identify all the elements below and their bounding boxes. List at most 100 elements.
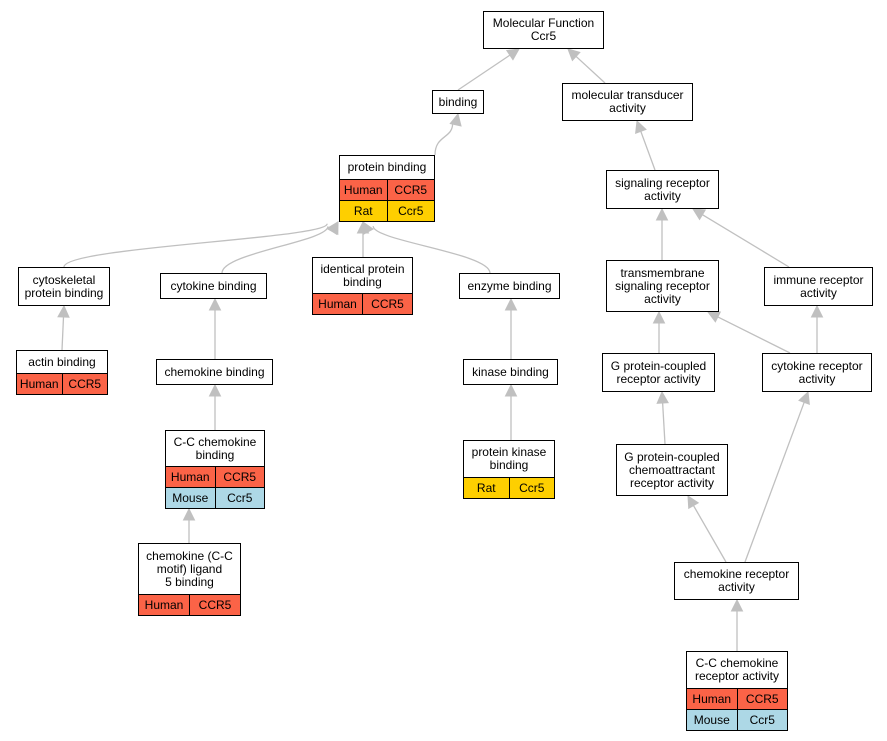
- edge-pkinase-to-kinase: [504, 383, 518, 440]
- gene-cell: CCR5: [362, 294, 412, 314]
- arrowhead: [504, 297, 518, 311]
- node-label: G protein-coupled chemoattractant recept…: [624, 449, 720, 490]
- edge-pbind-to-binding: [434, 112, 462, 156]
- arrowhead: [798, 390, 810, 405]
- edge-ccchem-to-chemokine: [208, 383, 222, 430]
- node-label: G protein-coupled receptor activity: [610, 358, 707, 386]
- edge-cytorec-to-tmsig: [706, 311, 791, 354]
- arrowhead: [687, 495, 700, 510]
- species-cell: Mouse: [172, 491, 209, 505]
- node-mtrans[interactable]: molecular transducer activity: [562, 83, 693, 121]
- edge-kinase-to-enzyme: [504, 297, 518, 359]
- node-label: cytokine binding: [170, 278, 257, 293]
- node-enzyme[interactable]: enzyme binding: [459, 273, 560, 299]
- arrowhead: [182, 507, 196, 521]
- species-cell: Human: [343, 183, 383, 197]
- arrowhead: [449, 112, 462, 127]
- edge-chemokine-to-cytokine: [208, 297, 222, 359]
- node-label: kinase binding: [472, 364, 549, 379]
- node-label: actin binding: [28, 354, 96, 369]
- node-cyto[interactable]: cytoskeletal protein binding: [18, 267, 110, 306]
- node-mf[interactable]: Molecular Function Ccr5: [483, 11, 604, 49]
- node-label: chemokine binding: [164, 364, 265, 379]
- node-gpcr[interactable]: G protein-coupled receptor activity: [602, 353, 715, 392]
- annotation-row: Rat Ccr5: [464, 477, 554, 498]
- species-cell: Human: [692, 692, 732, 706]
- node-label: Molecular Function Ccr5: [492, 16, 595, 43]
- node-immune[interactable]: immune receptor activity: [764, 267, 873, 306]
- node-sigrec[interactable]: signaling receptor activity: [606, 170, 719, 209]
- edge-cytokine-to-pbind: [221, 221, 339, 274]
- node-label: C-C chemokine binding: [173, 434, 257, 462]
- arrowhead: [327, 221, 339, 236]
- edge-enzyme-to-pbind: [362, 221, 491, 274]
- species-cell: Human: [318, 297, 357, 311]
- node-label: identical protein binding: [320, 261, 405, 289]
- edge-immune-to-sigrec: [692, 208, 790, 268]
- node-tmsig[interactable]: transmembrane signaling receptor activit…: [606, 260, 719, 312]
- node-label: enzyme binding: [467, 278, 552, 293]
- gene-cell: Ccr5: [508, 478, 555, 498]
- species-cell: Rat: [353, 204, 373, 218]
- arrowhead: [810, 304, 824, 318]
- node-label: binding: [438, 94, 478, 109]
- node-cytokine[interactable]: cytokine binding: [160, 273, 267, 299]
- node-label: transmembrane signaling receptor activit…: [615, 265, 710, 306]
- node-label: C-C chemokine receptor activity: [694, 656, 780, 683]
- gene-cell: Ccr5: [214, 488, 265, 508]
- edge-cyto-to-pbind: [63, 221, 339, 268]
- edge-chemrec-to-cytorec: [744, 390, 810, 563]
- edge-cytorec-to-immune: [810, 304, 824, 353]
- node-label: cytoskeletal protein binding: [24, 272, 104, 300]
- arrowhead: [652, 310, 666, 324]
- arrowhead: [635, 119, 647, 134]
- species-cell: Mouse: [693, 713, 730, 727]
- species-cell: Rat: [476, 481, 496, 495]
- node-label: chemokine receptor activity: [683, 567, 790, 594]
- gene-cell: CCR5: [189, 595, 240, 615]
- gene-cell: Ccr5: [736, 710, 788, 730]
- node-label: chemokine (C-C motif) ligand 5 binding: [146, 548, 233, 589]
- edge-tmsig-to-sigrec: [655, 207, 669, 260]
- arrowhead: [730, 598, 744, 612]
- node-label: immune receptor activity: [773, 272, 864, 300]
- arrowhead: [655, 207, 669, 221]
- arrowhead: [57, 304, 70, 318]
- arrowhead: [504, 383, 518, 397]
- annotation-row: Human CCR5: [313, 293, 412, 314]
- edge-binding-to-mf: [457, 48, 520, 91]
- node-label: protein kinase binding: [471, 445, 547, 472]
- edge-sigrec-to-mtrans: [635, 119, 656, 171]
- annotation-row: Mouse Ccr5: [687, 709, 787, 730]
- node-label: protein binding: [347, 160, 427, 174]
- node-label: molecular transducer activity: [571, 88, 684, 115]
- node-cytorec[interactable]: cytokine receptor activity: [762, 353, 872, 392]
- node-binding[interactable]: binding: [432, 90, 484, 114]
- edge-ccl5-to-ccchem: [182, 507, 196, 543]
- edge-gpcr-to-tmsig: [652, 310, 666, 353]
- species-cell: Human: [144, 598, 184, 612]
- edge-mtrans-to-mf: [567, 48, 606, 84]
- arrowhead: [706, 311, 722, 323]
- gene-cell: CCR5: [61, 374, 108, 394]
- node-chemrec[interactable]: chemokine receptor activity: [674, 562, 799, 600]
- annotation-row: Human CCR5: [139, 594, 240, 615]
- gene-cell: CCR5: [386, 180, 435, 200]
- arrowhead: [208, 383, 222, 397]
- node-chemokine[interactable]: chemokine binding: [156, 359, 273, 385]
- node-kinase[interactable]: kinase binding: [463, 359, 558, 385]
- node-gpcrchemo[interactable]: G protein-coupled chemoattractant recept…: [616, 444, 728, 496]
- species-cell: Human: [19, 377, 59, 391]
- gene-cell: Ccr5: [386, 201, 435, 221]
